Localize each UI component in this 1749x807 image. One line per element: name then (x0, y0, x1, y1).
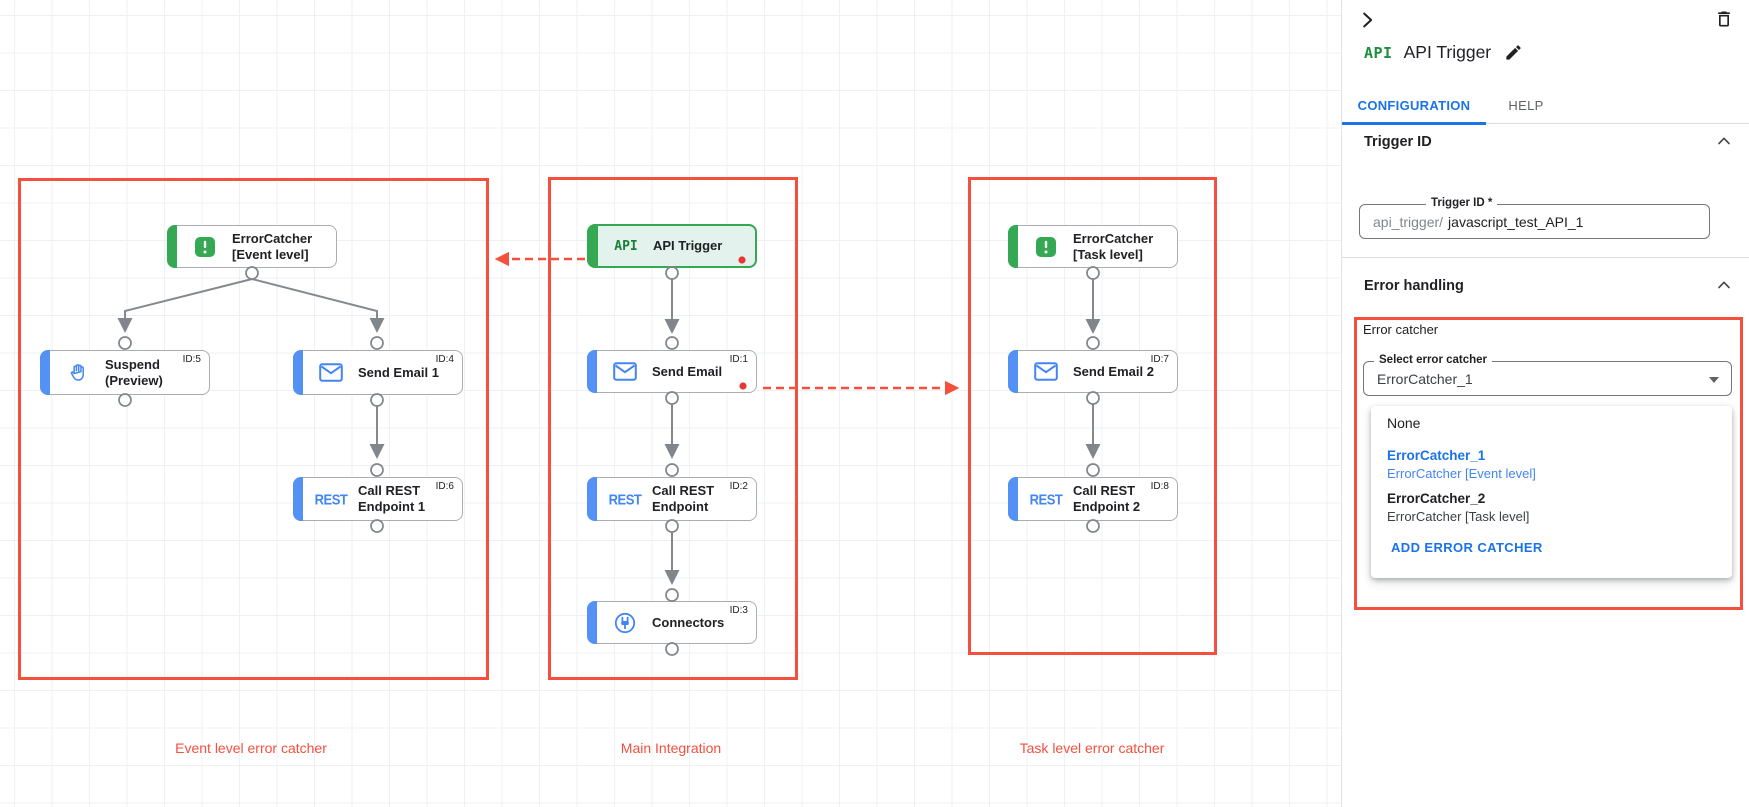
node-id-badge: ID:6 (435, 481, 454, 492)
node-label: Connectors (652, 614, 725, 630)
error-catcher-select-label: Select error catcher (1374, 354, 1493, 366)
node-id-badge: ID:7 (1150, 354, 1169, 365)
add-error-catcher-button[interactable]: ADD ERROR CATCHER (1391, 540, 1543, 555)
node-label: Send Email (652, 363, 723, 379)
node-accent (167, 225, 177, 268)
error-catcher-menu: None ErrorCatcher_1 ErrorCatcher [Event … (1371, 406, 1732, 578)
error-catcher-icon (190, 236, 220, 258)
tab-help[interactable]: HELP (1508, 97, 1544, 113)
node-accent (1008, 350, 1018, 393)
delete-trigger-button[interactable] (1711, 7, 1737, 33)
tab-configuration[interactable]: CONFIGURATION (1342, 86, 1486, 125)
node-label: Send Email 1 (358, 364, 439, 380)
mail-icon (316, 363, 346, 382)
node-errorcatcher-task-level[interactable]: ErrorCatcher[Task level] (1008, 225, 1178, 268)
error-catcher-select-value: ErrorCatcher_1 (1377, 370, 1473, 387)
menu-item-none[interactable]: None (1387, 415, 1421, 431)
rest-icon: REST (608, 490, 642, 508)
node-label: API Trigger (653, 238, 723, 254)
trigger-id-prefix: api_trigger/ (1373, 213, 1444, 230)
rest-icon: REST (314, 490, 348, 508)
error-catcher-icon (1031, 236, 1061, 258)
node-accent (587, 477, 597, 521)
collapse-error-handling-button[interactable] (1713, 275, 1735, 297)
node-accent (293, 477, 303, 521)
menu-item-errorcatcher-2[interactable]: ErrorCatcher_2 ErrorCatcher [Task level] (1387, 491, 1530, 524)
node-label: ErrorCatcher[Event level] (232, 230, 313, 262)
label-event-level-error-catcher: Event level error catcher (175, 740, 327, 756)
node-errorcatcher-event-level[interactable]: ErrorCatcher[Event level] (167, 225, 337, 268)
node-label: Suspend(Preview) (105, 356, 163, 388)
node-accent (1008, 477, 1018, 521)
chevron-up-icon (1718, 281, 1730, 289)
error-handling-section-header: Error handling (1364, 278, 1464, 294)
group-task-level-error-catcher (968, 177, 1217, 655)
plug-icon (610, 612, 640, 634)
api-icon: API (614, 238, 638, 254)
rest-icon: REST (1029, 490, 1063, 508)
chevron-right-icon (1363, 12, 1373, 27)
trash-icon (1718, 11, 1730, 26)
error-catcher-label: Error catcher (1363, 322, 1439, 337)
panel-title: API Trigger (1403, 42, 1492, 62)
node-connectors[interactable]: Connectors ID:3 (587, 601, 757, 644)
node-id-badge: ID:8 (1150, 481, 1169, 492)
trigger-id-input-label: Trigger ID * (1426, 197, 1498, 209)
node-send-email[interactable]: Send Email ID:1 (587, 350, 757, 393)
dropdown-caret-icon (1709, 377, 1719, 383)
chevron-up-icon (1718, 137, 1730, 145)
trigger-id-input[interactable]: Trigger ID * api_trigger/ javascript_tes… (1359, 197, 1710, 239)
node-id-badge: ID:3 (729, 605, 748, 616)
trigger-id-value: javascript_test_API_1 (1448, 213, 1584, 230)
node-send-email-2[interactable]: Send Email 2 ID:7 (1008, 350, 1178, 393)
group-event-level-error-catcher (18, 178, 489, 680)
node-accent (588, 225, 598, 267)
api-trigger-badge-icon: API (1364, 43, 1393, 62)
mail-icon (1031, 362, 1061, 381)
error-catcher-select[interactable]: Select error catcher ErrorCatcher_1 (1363, 354, 1732, 396)
node-id-badge: ID:4 (435, 354, 454, 365)
trigger-id-section-header: Trigger ID (1364, 134, 1432, 150)
node-accent (40, 350, 50, 395)
panel-tabs: CONFIGURATION HELP (1342, 86, 1749, 125)
node-suspend[interactable]: Suspend(Preview) ID:5 (40, 350, 210, 395)
node-id-badge: ID:1 (729, 354, 748, 365)
node-accent (293, 350, 303, 395)
node-id-badge: ID:2 (729, 481, 748, 492)
node-label: Send Email 2 (1073, 363, 1154, 379)
mail-icon (610, 362, 640, 381)
hand-icon (63, 362, 93, 383)
collapse-panel-button[interactable] (1354, 8, 1380, 34)
node-send-email-1[interactable]: Send Email 1 ID:4 (293, 350, 463, 395)
group-main-integration (548, 177, 798, 680)
collapse-trigger-id-button[interactable] (1713, 131, 1735, 153)
node-accent (587, 350, 597, 393)
node-api-trigger[interactable]: API API Trigger (587, 224, 757, 268)
node-accent (587, 601, 597, 644)
menu-item-errorcatcher-1[interactable]: ErrorCatcher_1 ErrorCatcher [Event level… (1387, 448, 1536, 481)
workflow-canvas[interactable]: ErrorCatcher[Event level] Suspend(Previe… (0, 0, 1341, 807)
edit-title-button[interactable] (1504, 43, 1523, 63)
label-task-level-error-catcher: Task level error catcher (1019, 740, 1165, 756)
pencil-icon (1506, 44, 1521, 60)
section-divider (1342, 257, 1749, 258)
error-catcher-highlight-box (1354, 317, 1743, 610)
node-label: ErrorCatcher[Task level] (1073, 230, 1154, 262)
node-accent (1008, 225, 1018, 268)
config-panel: API API Trigger CONFIGURATION HELP Trigg… (1341, 0, 1749, 807)
node-id-badge: ID:5 (182, 354, 201, 365)
label-main-integration: Main Integration (620, 740, 722, 756)
